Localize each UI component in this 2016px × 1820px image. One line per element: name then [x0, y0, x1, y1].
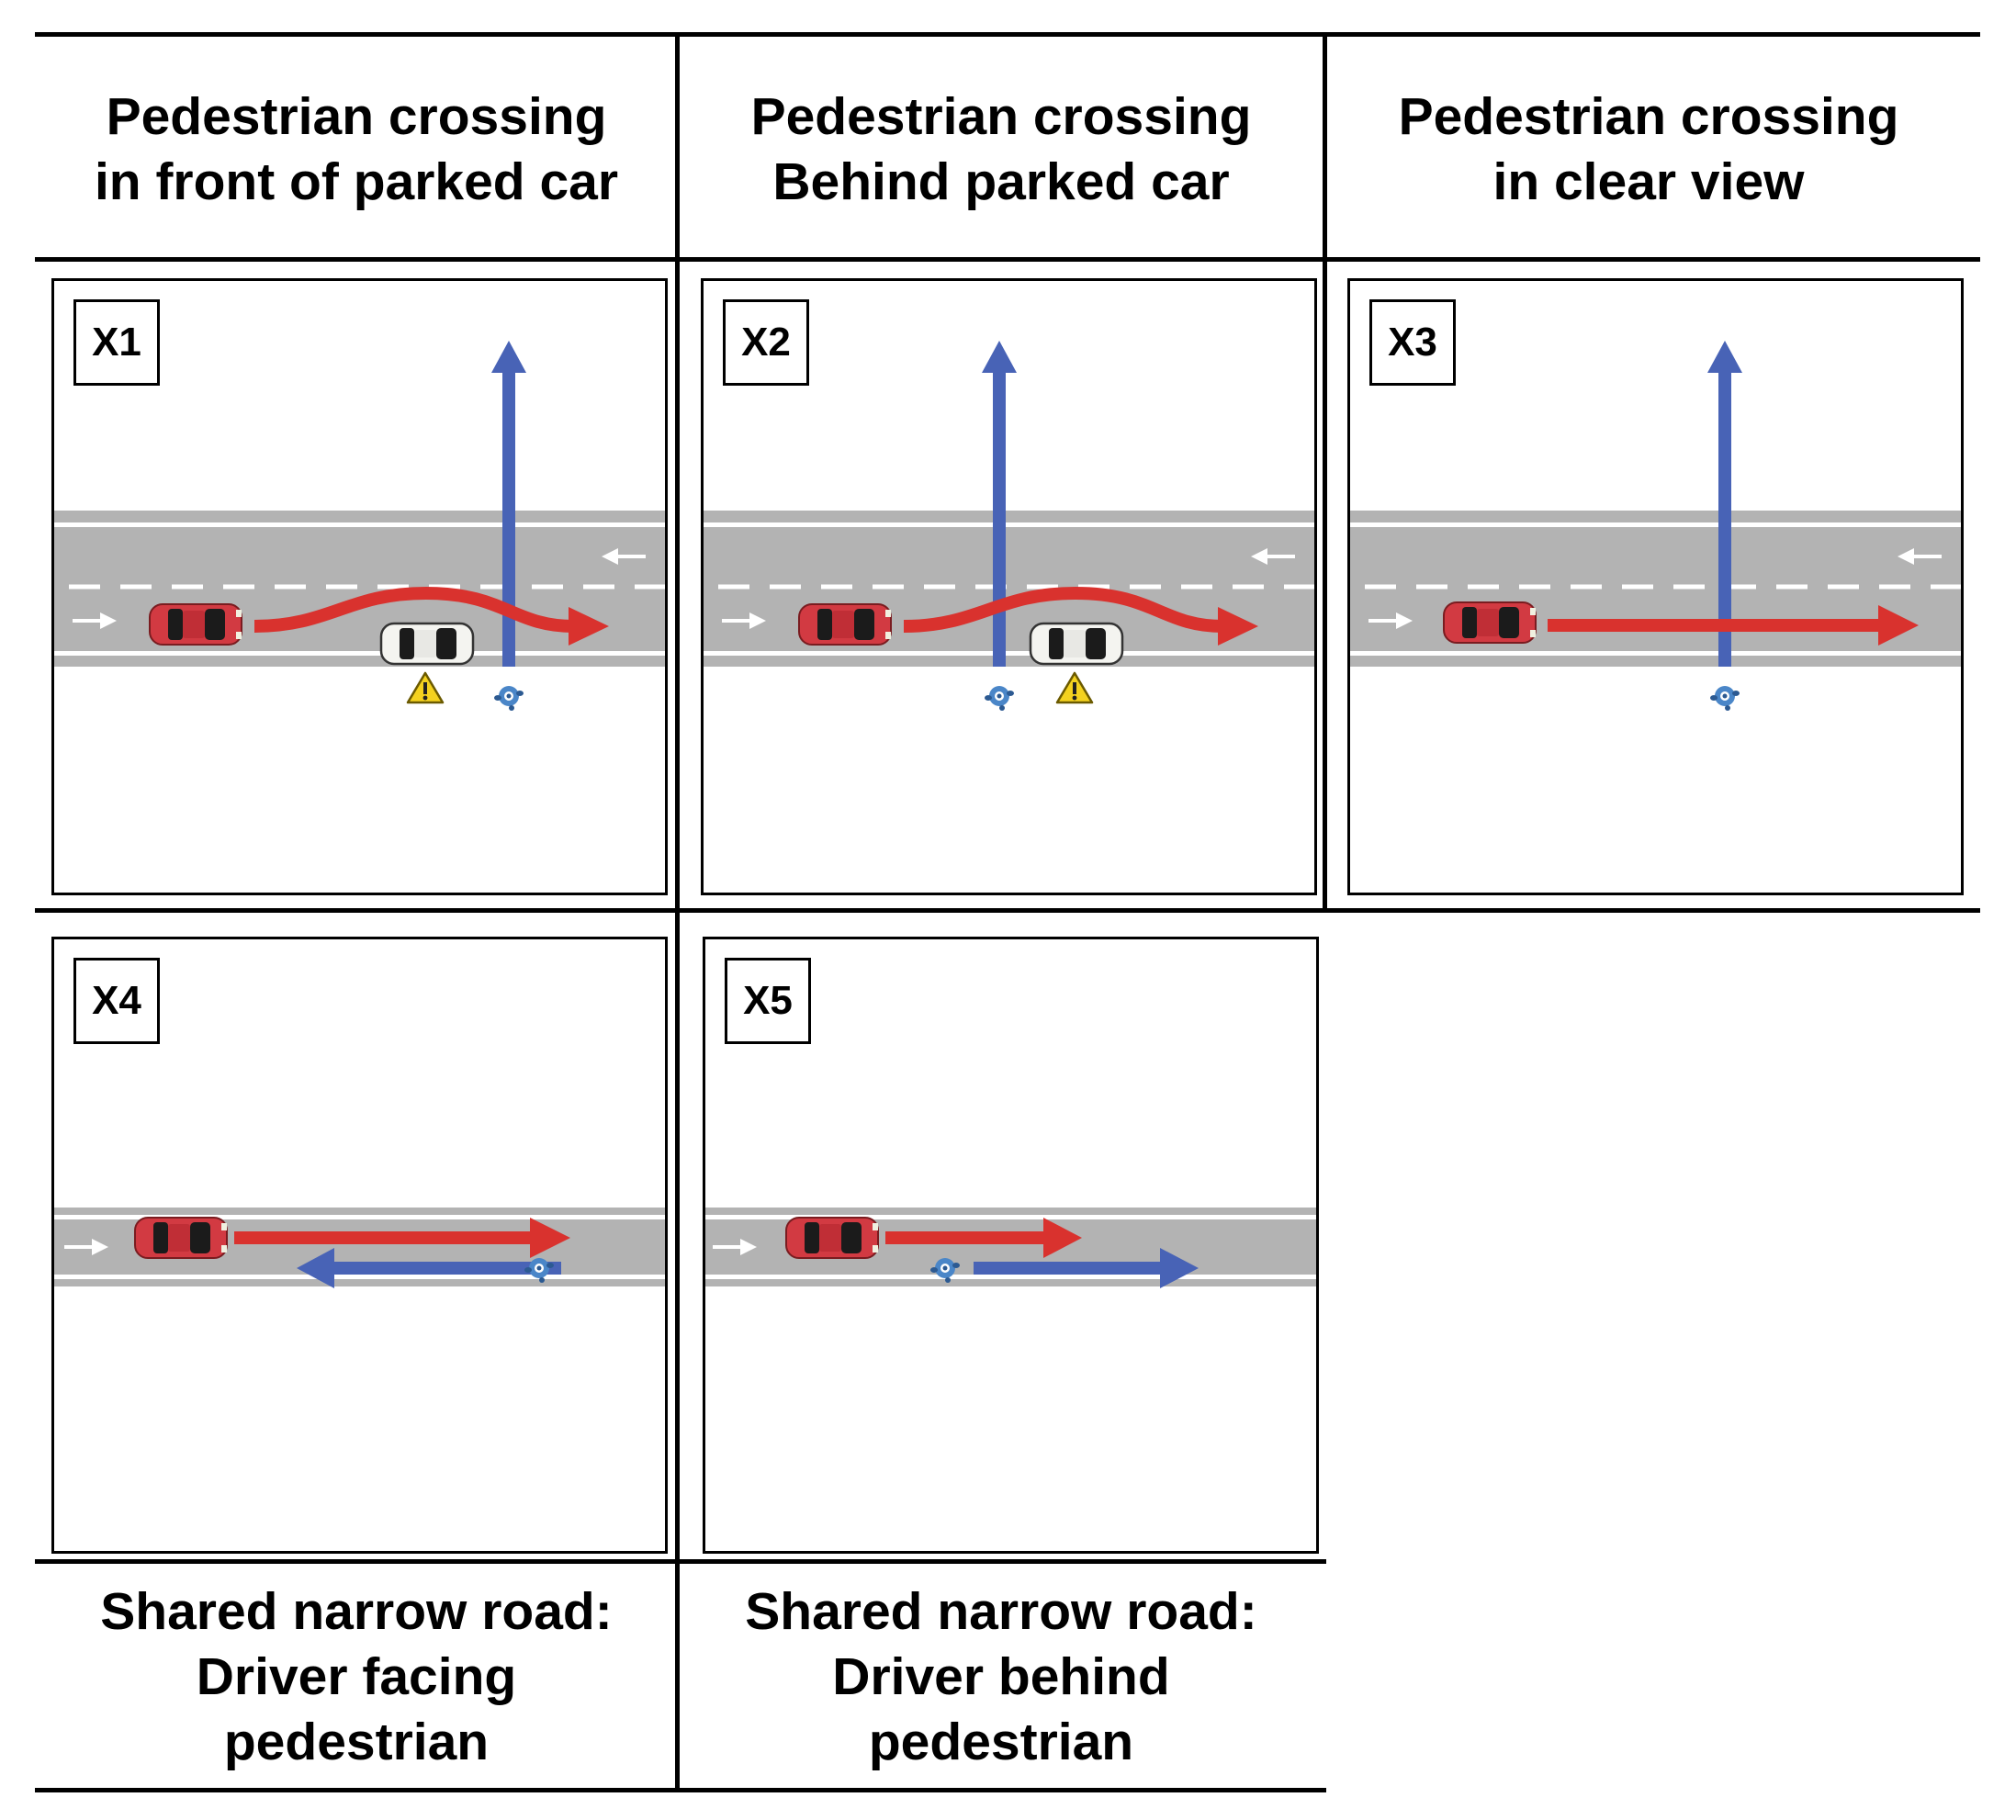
red-car-icon: [798, 603, 892, 646]
car-path-arrowhead: [569, 607, 609, 646]
panel-label: X2: [723, 299, 809, 386]
road-edge-line: [54, 1215, 665, 1219]
road-edge-line: [54, 651, 665, 656]
road-edge-line: [704, 651, 1314, 656]
pedestrian-icon: [985, 686, 1014, 711]
header-line: Pedestrian crossing: [106, 87, 607, 146]
footer-line: Shared narrow road:: [745, 1582, 1257, 1641]
red-car-icon: [134, 1217, 228, 1259]
footer-col-1: Shared narrow road: Driver facing pedest…: [35, 1579, 678, 1775]
pedestrian-path-arrow: [330, 1262, 561, 1275]
parked-white-car-icon: [379, 622, 475, 666]
pedestrian-icon: [494, 686, 524, 711]
car-path-arrow: [885, 1231, 1060, 1244]
road-edge-line: [705, 1215, 1316, 1219]
footer-line: pedestrian: [223, 1713, 490, 1771]
scene-x4: [54, 1208, 665, 1288]
panel-x2: X2: [701, 278, 1317, 895]
header-line: Behind parked car: [772, 152, 1230, 211]
road-edge-line: [54, 1275, 665, 1279]
red-car-icon: [149, 603, 242, 646]
pedestrian-path-arrow: [1707, 341, 1742, 667]
car-path-arrowhead: [1043, 1218, 1082, 1258]
pedestrian-path-arrowhead: [1160, 1248, 1199, 1288]
car-path-arrowhead: [1218, 607, 1258, 646]
road-edge-line: [1350, 651, 1961, 656]
row-divider-rule: [35, 908, 1980, 913]
red-car-icon: [785, 1217, 879, 1259]
table-bottom-rule: [35, 1788, 1326, 1792]
panel-x3: X3: [1347, 278, 1964, 895]
footer-line: Driver behind: [832, 1647, 1170, 1706]
scene-x2: [704, 341, 1314, 711]
column-divider-1: [675, 34, 680, 1790]
warning-icon: [1055, 671, 1094, 704]
column-divider-2: [1323, 34, 1327, 911]
panel-x4: X4: [51, 937, 668, 1554]
pedestrian-path-arrowhead: [297, 1248, 334, 1288]
parked-white-car-icon: [1029, 622, 1124, 666]
car-path-arrowhead: [1878, 605, 1919, 646]
warning-icon: [406, 671, 445, 704]
car-path-arrow: [903, 586, 1223, 633]
panel-label: X5: [725, 958, 811, 1044]
header-line: Pedestrian crossing: [1398, 87, 1899, 146]
car-path-arrow: [234, 1231, 546, 1244]
footer-line: pedestrian: [868, 1713, 1134, 1771]
pedestrian-path-arrow: [974, 1262, 1176, 1275]
footer-col-2: Shared narrow road: Driver behind pedest…: [680, 1579, 1323, 1775]
scene-x3: [1350, 341, 1961, 711]
footer-line: Shared narrow road:: [100, 1582, 613, 1641]
pedestrian-path-arrow: [491, 341, 526, 667]
table-top-rule: [35, 32, 1980, 37]
scene-x1: [54, 341, 665, 711]
panel-x1: X1: [51, 278, 668, 895]
header-col-3: Pedestrian crossing in clear view: [1327, 84, 1970, 215]
header-line: in front of parked car: [94, 152, 619, 211]
panel-label: X3: [1369, 299, 1456, 386]
header-line: in clear view: [1492, 152, 1805, 211]
red-car-icon: [1443, 601, 1537, 644]
header-line: Pedestrian crossing: [750, 87, 1252, 146]
footer-top-rule: [35, 1559, 1326, 1564]
footer-line: Driver facing: [196, 1647, 517, 1706]
car-path-arrow: [253, 586, 574, 633]
panel-label: X1: [73, 299, 160, 386]
header-col-1: Pedestrian crossing in front of parked c…: [35, 84, 678, 215]
car-path-arrow: [1548, 619, 1897, 632]
road-edge-line: [1350, 522, 1961, 527]
road-edge-line: [704, 522, 1314, 527]
road-edge-line: [54, 522, 665, 527]
panel-x5: X5: [703, 937, 1319, 1554]
scene-x5: [705, 1208, 1316, 1288]
pedestrian-icon: [1710, 686, 1740, 711]
pedestrian-path-arrow: [982, 341, 1017, 667]
car-path-arrowhead: [530, 1218, 570, 1258]
panel-label: X4: [73, 958, 160, 1044]
road-edge-line: [705, 1275, 1316, 1279]
header-bottom-rule: [35, 257, 1980, 262]
header-col-2: Pedestrian crossing Behind parked car: [680, 84, 1323, 215]
